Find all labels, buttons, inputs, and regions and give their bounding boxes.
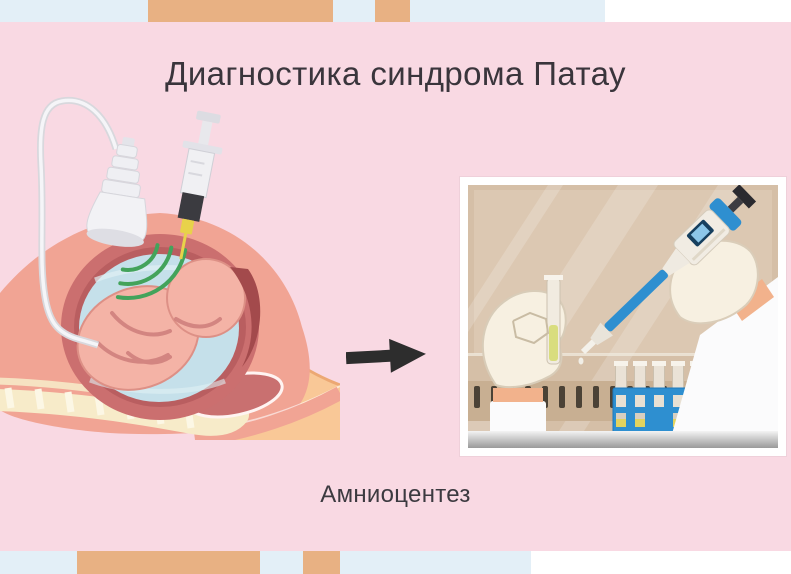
strip-segment (148, 0, 333, 22)
lab-analysis-picture (460, 177, 786, 456)
ultrasound-transducer (86, 137, 148, 247)
pipette-drop (578, 357, 584, 365)
strip-segment (375, 0, 410, 22)
micropipette (580, 185, 757, 355)
strip-segment (605, 0, 791, 22)
glass-edge (468, 353, 778, 356)
amniocentesis-procedure-illustration (0, 96, 340, 440)
strip-segment (410, 0, 605, 22)
ultrasound-waves-icon (115, 243, 188, 300)
strip-segment (340, 551, 531, 574)
strip-segment (77, 551, 260, 574)
bottom-strip (0, 551, 791, 574)
top-strip (0, 0, 791, 22)
strip-segment (0, 551, 77, 574)
strip-segment (303, 551, 340, 574)
strip-segment (260, 551, 303, 574)
fetus (76, 258, 246, 391)
right-arrow-icon (345, 334, 428, 378)
strip-segment (333, 0, 375, 22)
caption: Амниоцентез (320, 481, 471, 508)
strip-segment (531, 551, 791, 574)
strip-segment (0, 0, 148, 22)
leg-band (194, 386, 340, 440)
page-title: Диагностика синдрома Патау (165, 55, 626, 92)
transducer-cable (36, 96, 120, 349)
cervix (230, 267, 261, 367)
table-edge (468, 431, 778, 448)
test-tube-in-hand (544, 275, 563, 365)
syringe (177, 110, 223, 260)
